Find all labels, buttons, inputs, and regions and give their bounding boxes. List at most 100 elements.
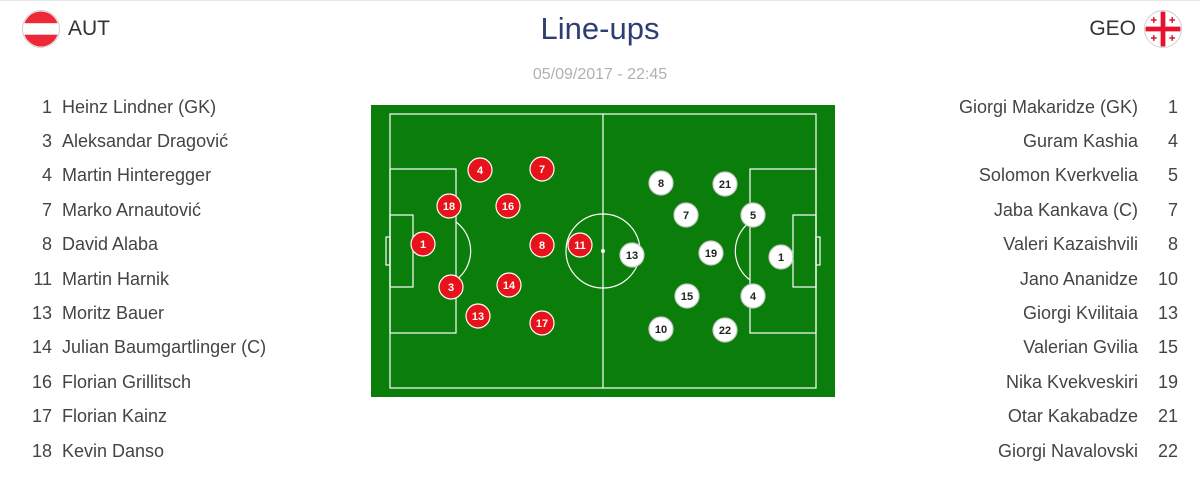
- player-number: 11: [33, 268, 52, 289]
- away-marker-circle: [619, 242, 645, 268]
- home-marker-circle: [529, 310, 555, 336]
- player-number: 19: [1157, 371, 1178, 392]
- away-marker-number: 4: [750, 291, 757, 303]
- player-name: Jano Ananidze: [1019, 268, 1138, 289]
- player-name: Jaba Kankava (C): [993, 199, 1138, 220]
- away-player-marker: 15: [674, 283, 700, 309]
- top-divider: [0, 0, 1200, 1]
- away-marker-number: 8: [658, 178, 664, 190]
- home-marker-number: 14: [503, 280, 516, 292]
- away-player-marker: 13: [619, 242, 645, 268]
- player-number: 8: [1167, 234, 1178, 255]
- match-datetime: 05/09/2017 - 22:45: [532, 66, 668, 83]
- home-marker-number: 8: [539, 240, 545, 252]
- home-marker-circle: [529, 232, 555, 258]
- home-marker-number: 7: [539, 164, 545, 176]
- away-marker-circle: [768, 244, 794, 270]
- player-name: Aleksandar Dragović: [62, 131, 229, 152]
- player-name: Giorgi Navalovski: [997, 440, 1138, 461]
- list-item: Nika Kvekveskiri 19: [848, 365, 1178, 399]
- home-team-header: AUT: [22, 10, 118, 48]
- player-name: Valeri Kazaishvili: [1003, 234, 1138, 255]
- away-marker-circle: [648, 170, 674, 196]
- list-item: Jano Ananidze 10: [848, 262, 1178, 296]
- away-marker-circle: [740, 283, 766, 309]
- away-marker-circle: [674, 283, 700, 309]
- home-player-marker: 17: [529, 310, 555, 336]
- list-item: Giorgi Kvilitaia 13: [848, 296, 1178, 330]
- list-item: 18 Kevin Danso: [20, 434, 350, 468]
- home-marker-circle: [465, 303, 491, 329]
- home-marker-circle: [495, 193, 521, 219]
- home-marker-number: 13: [472, 311, 484, 323]
- player-number: 16: [31, 371, 52, 392]
- list-item: Valeri Kazaishvili 8: [848, 228, 1178, 262]
- home-marker-circle: [436, 193, 462, 219]
- home-player-marker: 4: [467, 157, 493, 183]
- player-number: 13: [1157, 303, 1178, 324]
- away-marker-number: 21: [719, 179, 731, 191]
- player-name: Julian Baumgartlinger (C): [62, 337, 267, 358]
- player-number: 18: [31, 440, 52, 461]
- away-marker-number: 19: [705, 248, 717, 260]
- player-number: 5: [1167, 165, 1178, 186]
- player-number: 4: [1167, 131, 1178, 152]
- player-name: Florian Grillitsch: [62, 371, 192, 392]
- home-marker-number: 17: [536, 318, 548, 330]
- home-player-marker: 11: [567, 232, 593, 258]
- player-name: Solomon Kverkvelia: [978, 165, 1138, 186]
- away-marker-number: 13: [626, 250, 638, 262]
- home-marker-number: 11: [574, 240, 586, 252]
- page-title: Line-ups: [540, 11, 660, 46]
- home-marker-circle: [410, 231, 436, 257]
- home-marker-circle: [438, 274, 464, 300]
- player-name: Valerian Gvilia: [1023, 337, 1138, 358]
- player-name: Nika Kvekveskiri: [1005, 371, 1138, 392]
- home-player-marker: 8: [529, 232, 555, 258]
- player-name: Giorgi Kvilitaia: [1022, 303, 1138, 324]
- list-item: 17 Florian Kainz: [20, 400, 350, 434]
- player-name: Otar Kakabadze: [1007, 406, 1138, 427]
- away-team-code: GEO: [1089, 17, 1136, 40]
- player-number: 21: [1157, 406, 1178, 427]
- away-player-marker: 8: [648, 170, 674, 196]
- player-name: David Alaba: [62, 234, 159, 255]
- home-player-marker: 1: [410, 231, 436, 257]
- away-player-marker: 7: [673, 202, 699, 228]
- player-name: Florian Kainz: [62, 406, 168, 427]
- home-marker-number: 3: [448, 282, 454, 294]
- home-marker-circle: [496, 272, 522, 298]
- player-number: 10: [1157, 268, 1178, 289]
- player-number: 8: [41, 234, 52, 255]
- center-spot: [601, 249, 605, 253]
- away-player-marker: 19: [698, 240, 724, 266]
- home-marker-circle: [467, 157, 493, 183]
- player-name: Marko Arnautović: [62, 199, 202, 220]
- player-number: 17: [31, 406, 52, 427]
- away-marker-circle: [712, 317, 738, 343]
- away-marker-number: 5: [750, 210, 756, 222]
- away-marker-circle: [698, 240, 724, 266]
- away-player-marker: 4: [740, 283, 766, 309]
- home-marker-number: 18: [443, 201, 455, 213]
- away-player-marker: 22: [712, 317, 738, 343]
- away-marker-number: 7: [683, 210, 689, 222]
- player-name: Kevin Danso: [62, 440, 165, 461]
- list-item: Giorgi Makaridze (GK)1: [848, 90, 1178, 124]
- georgia-flag-icon: [1144, 10, 1182, 48]
- home-marker-circle: [567, 232, 593, 258]
- player-name: Martin Harnik: [62, 268, 170, 289]
- player-number: 7: [1167, 199, 1178, 220]
